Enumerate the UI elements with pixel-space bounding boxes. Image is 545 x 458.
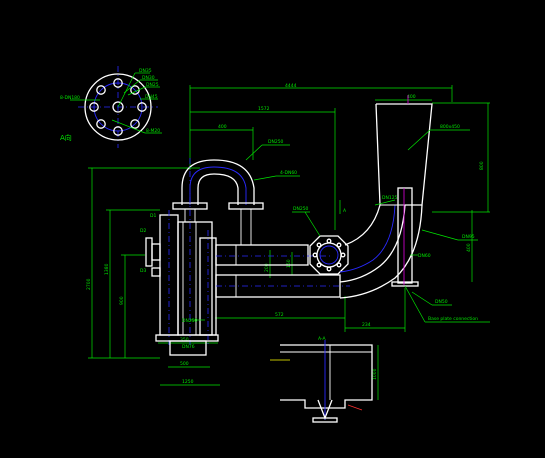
callout-outlet: DN125 [382,195,398,201]
plan-bolt-label: 8-DN180 [60,95,80,101]
dim-right-text: 800 [479,161,485,170]
dim-vert-a-text: 200 [264,263,270,272]
u-bend-center [189,166,247,205]
plan-leader-e [111,119,146,134]
octagon-inner-ring [319,245,339,265]
dimension-lines: 4444 1572 400 400 800 400 2700 1380 900 … [86,83,490,386]
callout-pipe-flange-leader [253,175,277,181]
callout-outlet-leader [374,199,396,206]
callout-flange-ring-leader [304,211,321,237]
plan-center-hole [112,101,124,113]
callout-base-note-leader [404,285,426,323]
octagon-bolt-3 [340,252,346,258]
piping-elevation [145,103,433,356]
duct-upper [215,244,309,266]
callout-left-a: D1 [150,213,156,219]
dim-mid-text: 1380 [104,263,110,275]
callout-lower-support: DN76 [182,344,195,350]
elbow-outer [339,204,423,299]
callouts: DN250 4-DN60 DN250 800x450 DN125 DN95 DN… [140,95,490,350]
octagon-bolt-6 [316,262,322,268]
plan-holes-label: 8-M20 [146,128,160,134]
callout-hood-leader [407,129,431,151]
dim-lower-text: 900 [119,296,125,305]
dim-vert-b-text: 150 [286,259,292,268]
octagon-bolt-5 [326,266,332,272]
dim-overall-text: 4444 [285,83,297,89]
plan-dim-b: DN30 [142,75,155,81]
octagon-bolt-8 [316,242,322,248]
side-nozzle-left [151,243,161,261]
base-pedestal [169,340,207,356]
callout-base-note: Base plate connection [428,316,478,322]
octagon-flange [309,235,349,275]
dim-outlet-text: 400 [407,94,416,100]
dim-right-mid-text: 400 [466,243,472,252]
callout-left-b: D2 [140,228,146,234]
elbow-centerline [339,204,396,273]
plan-dim-a: DN35 [139,68,152,74]
right-support-post [397,187,413,284]
callout-right-mid: DN60 [418,253,431,259]
octagon-bolt-2 [336,242,342,248]
plan-dim-d: DN45 [145,94,158,100]
plan-hole-8 [96,85,106,95]
right-support-foot [391,281,419,287]
plan-hole-6 [96,119,106,129]
hood-outline-left [344,103,381,246]
u-bend-inner [197,173,239,205]
plan-hole-3 [137,102,147,112]
dim-bottom-b-text: 234 [362,322,371,328]
callout-support-leader [411,291,433,306]
callout-lower-pipe: DN250 [182,318,198,324]
plan-title: A向 [60,133,72,142]
detail-dim-text: 1000 [372,368,378,380]
flange-right-top [228,202,264,210]
dim-elbow-text: 400 [218,124,227,130]
octagon-bolt-4 [336,262,342,268]
dim-base-b-text: 500 [180,361,189,367]
callout-right-pipe: DN95 [462,234,475,240]
section-detail: 1000 A-A [270,336,379,423]
callout-pipe-top-leader [245,144,263,161]
plan-leader-a [117,72,136,108]
callout-pipe-flange: 4-DN60 [280,170,297,176]
octagon-bolt-7 [312,252,318,258]
detail-mark-r [347,404,363,411]
plan-leader-c [127,86,146,96]
callout-support: DN50 [435,299,448,305]
elbow-inner [339,204,406,283]
octagon-bolt-1 [326,238,332,244]
u-bend-outer [181,159,255,205]
callout-left-c: D3 [140,268,146,274]
callout-right-pipe-leader [421,229,459,241]
plan-flange-outer [84,73,152,141]
detail-outline [280,344,373,409]
section-mark: A [343,208,347,214]
callout-pipe-top: DN250 [268,139,284,145]
plan-hole-7 [89,102,99,112]
plan-hole-5 [113,126,123,136]
plan-leader-b [123,79,141,94]
plan-dim-c: DN25 [146,82,159,88]
side-nozzle-lower [151,267,161,277]
callout-hood: 800x450 [440,124,460,130]
plan-bolt-circle [93,82,143,132]
callout-flange-ring: DN250 [293,206,309,212]
flange-plan-view: DN35 DN30 DN25 DN45 8-M20 8-DN180 A向 [60,66,162,148]
detail-foot [312,417,338,423]
dim-total-text: 2700 [86,278,92,290]
dim-upper-text: 1572 [258,106,270,112]
dim-base-a-text: 350 [180,337,189,343]
plan-hole-4 [130,119,140,129]
detail-label: A-A [318,336,327,342]
plan-hole-1 [113,78,123,88]
dim-base-c-text: 1250 [182,379,194,385]
dim-bottom-a-text: 572 [275,312,284,318]
side-flange-left [145,237,153,267]
